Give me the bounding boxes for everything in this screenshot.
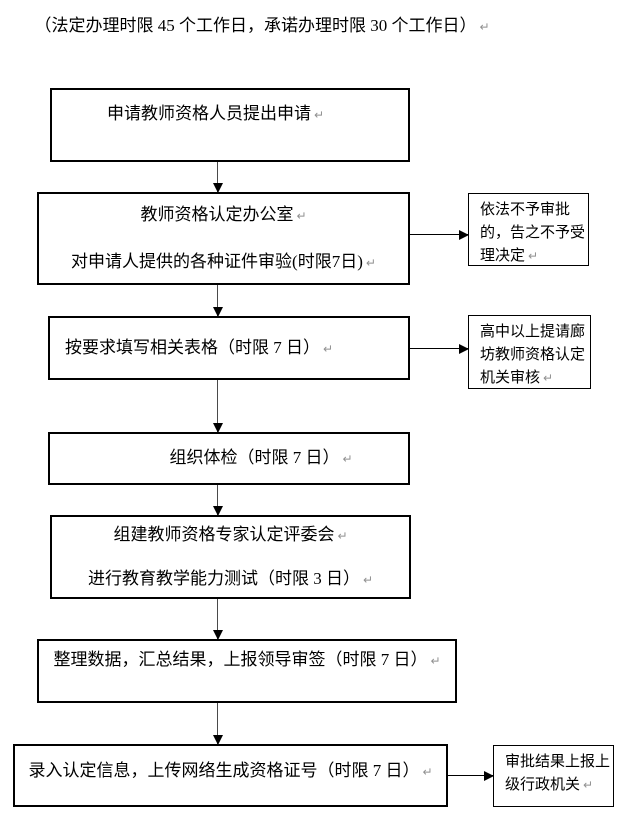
step-apply-text: 申请教师资格人员提出申请↵ xyxy=(106,103,325,123)
paragraph-mark-icon: ↵ xyxy=(479,20,490,34)
paragraph-mark-icon: ↵ xyxy=(342,452,353,466)
step-committee-text-line1: 组建教师资格专家认定评委会↵ xyxy=(113,524,348,544)
step-physical-exam-box: 组织体检（时限 7 日）↵ xyxy=(48,432,410,485)
arrow-right-forms-to-referral-icon xyxy=(410,343,469,354)
step-physical-exam-text: 组织体检（时限 7 日）↵ xyxy=(169,448,353,467)
step-committee-text-line2: 进行教育教学能力测试（时限 3 日）↵ xyxy=(87,568,374,588)
arrow-right-certificate-to-escalate-icon xyxy=(448,770,494,781)
step-report-results-text: 整理数据，汇总结果，上报领导审签（时限 7 日）↵ xyxy=(53,649,441,669)
arrow-down-report-to-certificate-icon xyxy=(212,703,223,745)
paragraph-mark-icon: ↵ xyxy=(543,371,554,385)
branch-escalate-result-box: 审批结果上报上 级行政机关↵ xyxy=(493,745,614,807)
branch-referral-line1: 高中以上提请廊 xyxy=(480,324,586,340)
branch-senior-referral-box: 高中以上提请廊 坊教师资格认定 机关审核↵ xyxy=(468,315,591,389)
paragraph-mark-icon: ↵ xyxy=(337,528,348,543)
step-apply-box: 申请教师资格人员提出申请↵ xyxy=(50,88,410,162)
arrow-down-physical-to-committee-icon xyxy=(212,485,223,516)
step-report-results-box: 整理数据，汇总结果，上报领导审签（时限 7 日）↵ xyxy=(37,639,457,703)
step-generate-certificate-text: 录入认定信息，上传网络生成资格证号（时限 7 日）↵ xyxy=(28,761,433,780)
step-fill-forms-text: 按要求填写相关表格（时限 7 日）↵ xyxy=(64,337,334,357)
branch-escalate-line2: 级行政机关↵ xyxy=(505,777,594,793)
step-verify-documents-box: 教师资格认定办公室↵ 对申请人提供的各种证件审验(时限7日)↵ xyxy=(37,192,410,285)
paragraph-mark-icon: ↵ xyxy=(362,572,374,587)
arrow-down-verify-to-forms-icon xyxy=(212,285,223,317)
branch-rejection-line3: 理决定↵ xyxy=(480,248,539,264)
paragraph-mark-icon: ↵ xyxy=(583,778,594,792)
arrow-down-committee-to-report-icon xyxy=(212,599,223,640)
step-verify-text-line1: 教师资格认定办公室↵ xyxy=(140,204,307,224)
step-verify-text-line2: 对申请人提供的各种证件审验(时限7日)↵ xyxy=(71,251,376,271)
arrow-right-verify-to-rejection-icon xyxy=(410,229,469,240)
paragraph-mark-icon: ↵ xyxy=(322,341,334,356)
branch-referral-line2: 坊教师资格认定 xyxy=(480,347,586,363)
paragraph-mark-icon: ↵ xyxy=(365,255,376,270)
paragraph-mark-icon: ↵ xyxy=(422,765,433,779)
step-fill-forms-box: 按要求填写相关表格（时限 7 日）↵ xyxy=(48,316,410,380)
step-expert-committee-box: 组建教师资格专家认定评委会↵ 进行教育教学能力测试（时限 3 日）↵ xyxy=(50,515,411,599)
branch-escalate-line1: 审批结果上报上 xyxy=(505,754,611,770)
arrow-down-forms-to-physical-icon xyxy=(212,380,223,433)
paragraph-mark-icon: ↵ xyxy=(296,208,307,223)
paragraph-mark-icon: ↵ xyxy=(430,653,441,668)
paragraph-mark-icon: ↵ xyxy=(528,249,539,263)
paragraph-mark-icon: ↵ xyxy=(313,107,325,122)
branch-rejection-line1: 依法不予审批 xyxy=(480,202,571,218)
step-generate-certificate-box: 录入认定信息，上传网络生成资格证号（时限 7 日）↵ xyxy=(13,744,448,807)
page-title: （法定办理时限 45 个工作日，承诺办理时限 30 个工作日）↵ xyxy=(34,16,490,35)
branch-rejection-notice-box: 依法不予审批 的，告之不予受 理决定↵ xyxy=(468,193,589,266)
branch-rejection-line2: 的，告之不予受 xyxy=(480,225,586,241)
arrow-down-apply-to-verify-icon xyxy=(212,162,223,193)
branch-referral-line3: 机关审核↵ xyxy=(480,370,554,386)
